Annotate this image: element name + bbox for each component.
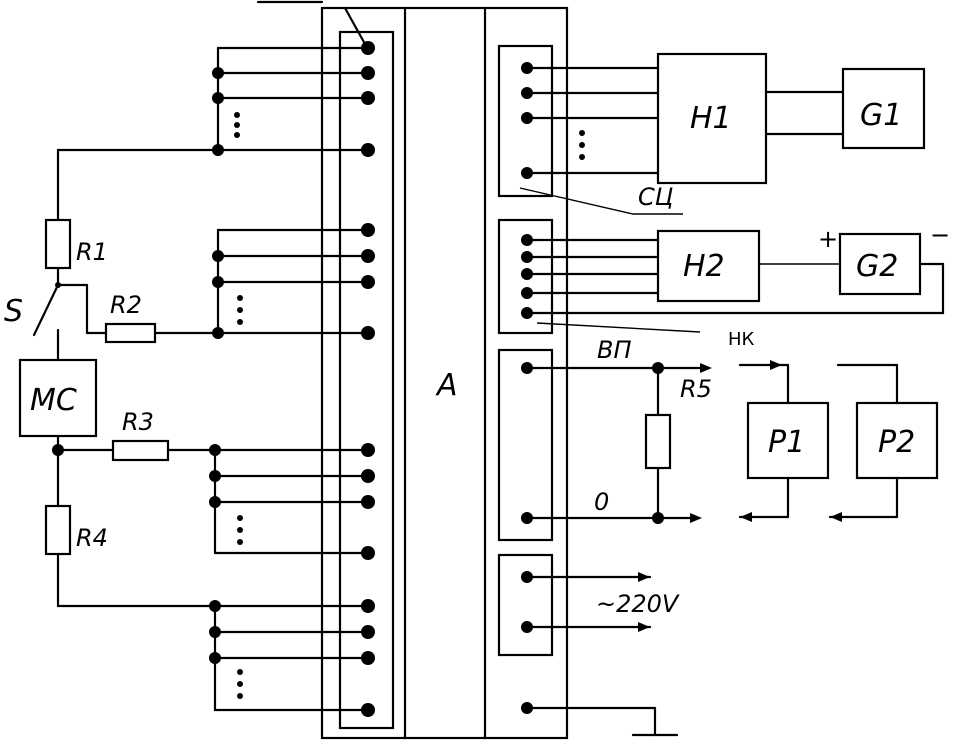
block-h1: H1 [656, 52, 768, 185]
block-p2: P2 [828, 363, 939, 522]
resistor-r4 [44, 504, 72, 556]
right-connector-3: ВП R5 0 [497, 336, 712, 542]
bus-group-3 [166, 444, 370, 555]
svg-text:G1: G1 [860, 98, 902, 133]
vp-label: ВП [597, 336, 632, 364]
bus-group-1 [56, 46, 370, 156]
block-g2: G2 [838, 232, 922, 296]
svg-text:P1: P1 [768, 425, 805, 460]
right-connector-4: ~220V [497, 553, 680, 657]
left-pins [361, 41, 375, 717]
s-label: S [4, 294, 23, 329]
r3-label: R3 [122, 408, 154, 436]
block-h2: H2 [656, 229, 761, 303]
r4-label: R4 [76, 524, 108, 552]
sc-label: СЦ [638, 183, 673, 211]
right-connector-1: СЦ [497, 44, 683, 215]
bus-group-2 [153, 228, 370, 339]
r5-label: R5 [680, 375, 712, 403]
block-a-label: A [435, 368, 458, 403]
r2-label: R2 [110, 291, 142, 319]
block-g1: G1 [841, 67, 926, 150]
svg-text:P2: P2 [878, 425, 915, 460]
svg-text:G2: G2 [856, 249, 898, 284]
resistor-r1 [44, 218, 72, 270]
block-a: A [256, 0, 569, 740]
nk-label: НК [728, 329, 755, 350]
zero-label: 0 [594, 488, 609, 516]
switch-s [32, 283, 60, 337]
ground [521, 702, 679, 737]
resistor-r3 [111, 439, 170, 462]
resistor-r2 [104, 322, 157, 344]
right-connector-2: НК [497, 218, 945, 350]
mains-label: ~220V [596, 590, 680, 618]
left-connector [338, 30, 395, 730]
resistor-r5 [644, 413, 672, 470]
plus-label: + [818, 225, 838, 253]
measurement-circuit: R1 R2 S MC R3 R4 [4, 148, 170, 608]
svg-text:H2: H2 [683, 249, 725, 284]
r1-label: R1 [76, 238, 108, 266]
svg-text:H1: H1 [690, 101, 732, 136]
mc-label: MC [30, 383, 77, 418]
block-p1: P1 [738, 360, 830, 522]
bus-group-4 [56, 600, 370, 712]
minus-label: − [930, 221, 950, 249]
